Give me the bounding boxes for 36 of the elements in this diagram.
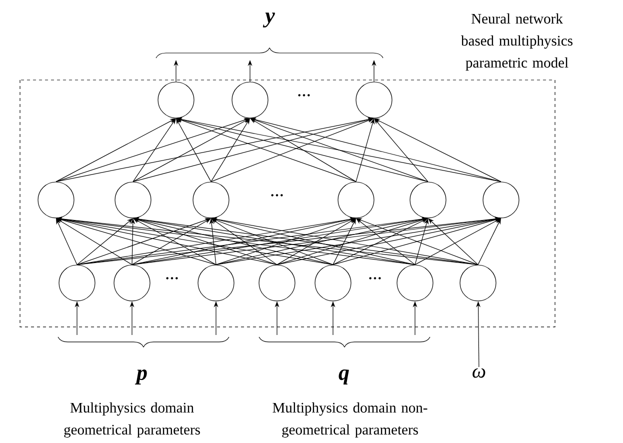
- arrow: [414, 218, 501, 265]
- neuron-circle: [258, 264, 296, 302]
- neuron-circle: [460, 264, 496, 302]
- ellipsis: ···: [166, 277, 178, 280]
- neuron-circle: [192, 182, 230, 218]
- caption: Multiphysics domain non-geometrical parameters: [272, 402, 428, 438]
- symbol-label: ω: [472, 368, 486, 378]
- caption: Multiphysics domain geometrical parameters: [64, 402, 200, 438]
- ellipsis: ···: [369, 277, 381, 280]
- neuron-circle: [356, 82, 392, 118]
- arrow: [56, 218, 132, 265]
- neuron-circle: [38, 182, 74, 218]
- arrow: [250, 118, 356, 182]
- neuron-circle: [232, 82, 268, 118]
- ellipsis: ···: [298, 94, 310, 96]
- neuron-circle: [396, 264, 434, 302]
- neuron-circle: [338, 182, 374, 218]
- arrow: [211, 218, 278, 265]
- neuron-circle: [158, 82, 194, 118]
- brace-label: q: [338, 369, 349, 385]
- frame-title: Neural network based multiphysics parametric model: [461, 13, 572, 71]
- arrow: [132, 118, 250, 182]
- neuron-circle: [58, 264, 96, 302]
- neuron-circle: [410, 182, 446, 218]
- arrow: [374, 118, 502, 182]
- neuron-circle: [114, 182, 152, 218]
- neuron-circle: [314, 264, 352, 302]
- brace-label: y: [262, 12, 275, 28]
- neuron-circle: [482, 182, 520, 218]
- arrow: [56, 118, 176, 182]
- ellipsis: ···: [271, 194, 283, 196]
- arrow: [276, 218, 356, 265]
- brace-label: p: [134, 369, 147, 385]
- arrow: [332, 218, 428, 265]
- neuron-circle: [198, 264, 234, 302]
- neuron-circle: [114, 264, 150, 302]
